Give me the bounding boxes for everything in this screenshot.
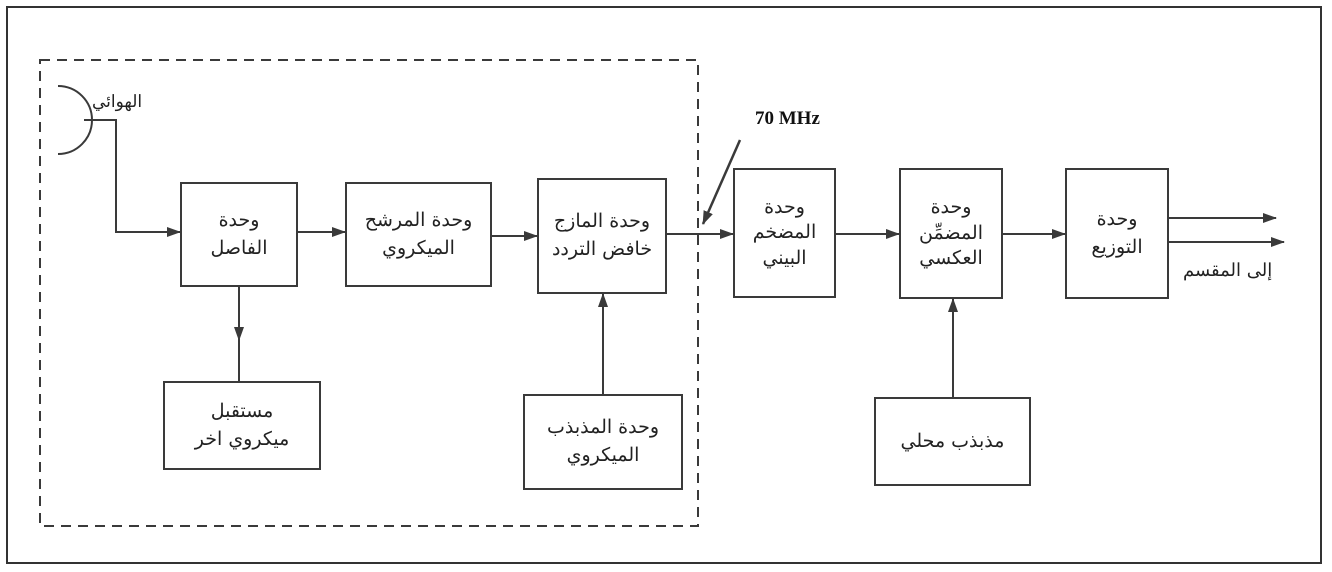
micro-oscillator-block: وحدة المذبذب الميكروي	[523, 394, 683, 490]
distribution-line-1: وحدة	[1096, 207, 1138, 230]
antenna-to-separator-line	[84, 119, 181, 237]
micro-filter-line-1: وحدة المرشح	[364, 208, 473, 231]
local-oscillator-block: مذبذب محلي	[874, 397, 1031, 486]
frequency-pointer-arrow	[701, 139, 742, 225]
mixer-line-2: خافض التردد	[551, 238, 653, 260]
upconverter-line-3: العكسي	[919, 247, 983, 270]
frequency-label: 70 MHz	[755, 108, 820, 129]
other-receiver-line-1: مستقبل	[210, 399, 274, 422]
output-label: إلى المقسم	[1183, 260, 1273, 281]
if-amplifier-line-2: المضخم	[752, 221, 817, 244]
upconverter-block: وحدة المضمِّن العكسي	[899, 168, 1003, 299]
dashed-enclosure	[39, 59, 699, 527]
mixer-line-1: وحدة المازج	[553, 210, 651, 233]
other-receiver-block: مستقبل ميكروي اخر	[163, 381, 321, 470]
if-amplifier-line-3: البيني	[762, 246, 807, 269]
upconverter-line-1: وحدة	[930, 196, 972, 219]
separator-block: وحدة الفاصل	[180, 182, 298, 287]
distribution-block: وحدة التوزيع	[1065, 168, 1169, 299]
distribution-line-2: التوزيع	[1091, 235, 1143, 258]
separator-line-1: وحدة	[218, 208, 260, 231]
if-amplifier-block: وحدة المضخم البيني	[733, 168, 836, 298]
micro-filter-block: وحدة المرشح الميكروي	[345, 182, 492, 287]
separator-line-2: الفاصل	[210, 236, 268, 259]
micro-oscillator-line-2: الميكروي	[566, 444, 640, 466]
antenna-label: الهوائي	[92, 92, 143, 112]
local-oscillator-line-1: مذبذب محلي	[900, 429, 1005, 452]
mixer-block: وحدة المازج خافض التردد	[537, 178, 667, 294]
upconverter-line-2: المضمِّن	[919, 221, 983, 244]
micro-filter-line-2: الميكروي	[382, 236, 455, 259]
micro-oscillator-line-1: وحدة المذبذب	[546, 416, 660, 439]
other-receiver-line-2: ميكروي اخر	[194, 427, 290, 450]
if-amplifier-line-1: وحدة	[764, 195, 805, 218]
